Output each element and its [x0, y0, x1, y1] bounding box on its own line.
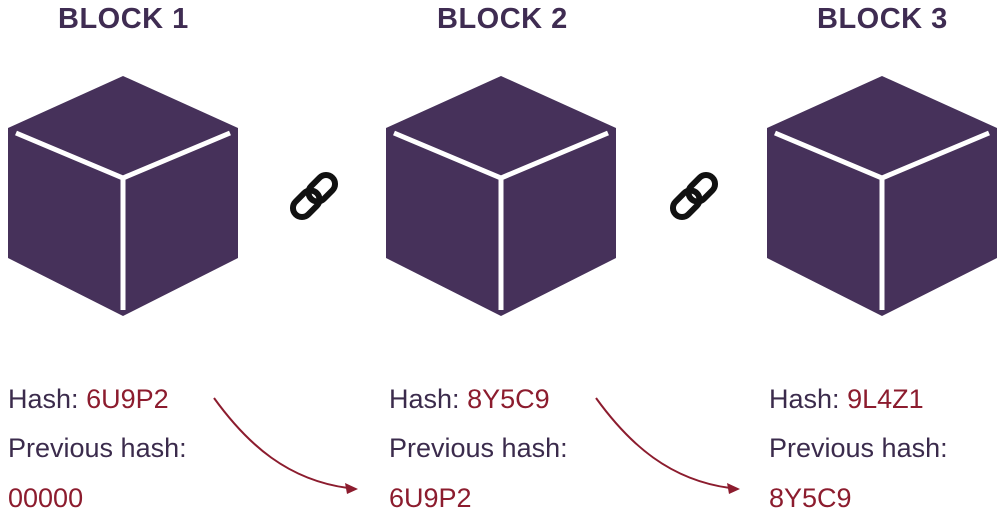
hash-label: Hash: — [389, 384, 460, 414]
block-2-prev-label: Previous hash: — [389, 433, 568, 463]
block-1-hash-value: 6U9P2 — [86, 384, 169, 414]
link-icon — [669, 171, 719, 221]
block-2-prev-hash: 6U9P2 — [389, 483, 472, 513]
block-3-title: BLOCK 3 — [817, 3, 948, 35]
hash-link-arrow-2 — [595, 397, 740, 494]
block-2-hash-value: 8Y5C9 — [467, 384, 550, 414]
block-2-cube — [386, 76, 616, 316]
block-3-hash-line: Hash: 9L4Z1 — [769, 384, 924, 415]
block-1-hash-line: Hash: 6U9P2 — [8, 384, 169, 415]
block-2-hash-line: Hash: 8Y5C9 — [389, 384, 550, 415]
hash-label: Hash: — [8, 384, 79, 414]
hash-label: Hash: — [769, 384, 840, 414]
block-1-prev-hash: 00000 — [8, 483, 84, 513]
block-3-cube — [767, 76, 997, 316]
block-1-cube — [8, 76, 238, 316]
block-3-hash-value: 9L4Z1 — [847, 384, 924, 414]
block-3-prev-hash: 8Y5C9 — [769, 483, 852, 513]
hash-link-arrow-1 — [213, 397, 358, 494]
block-3-prev-label: Previous hash: — [769, 433, 948, 463]
block-1-prev-label: Previous hash: — [8, 433, 187, 463]
block-2-title: BLOCK 2 — [437, 3, 568, 35]
link-icon — [289, 171, 339, 221]
block-1-title: BLOCK 1 — [58, 3, 189, 35]
